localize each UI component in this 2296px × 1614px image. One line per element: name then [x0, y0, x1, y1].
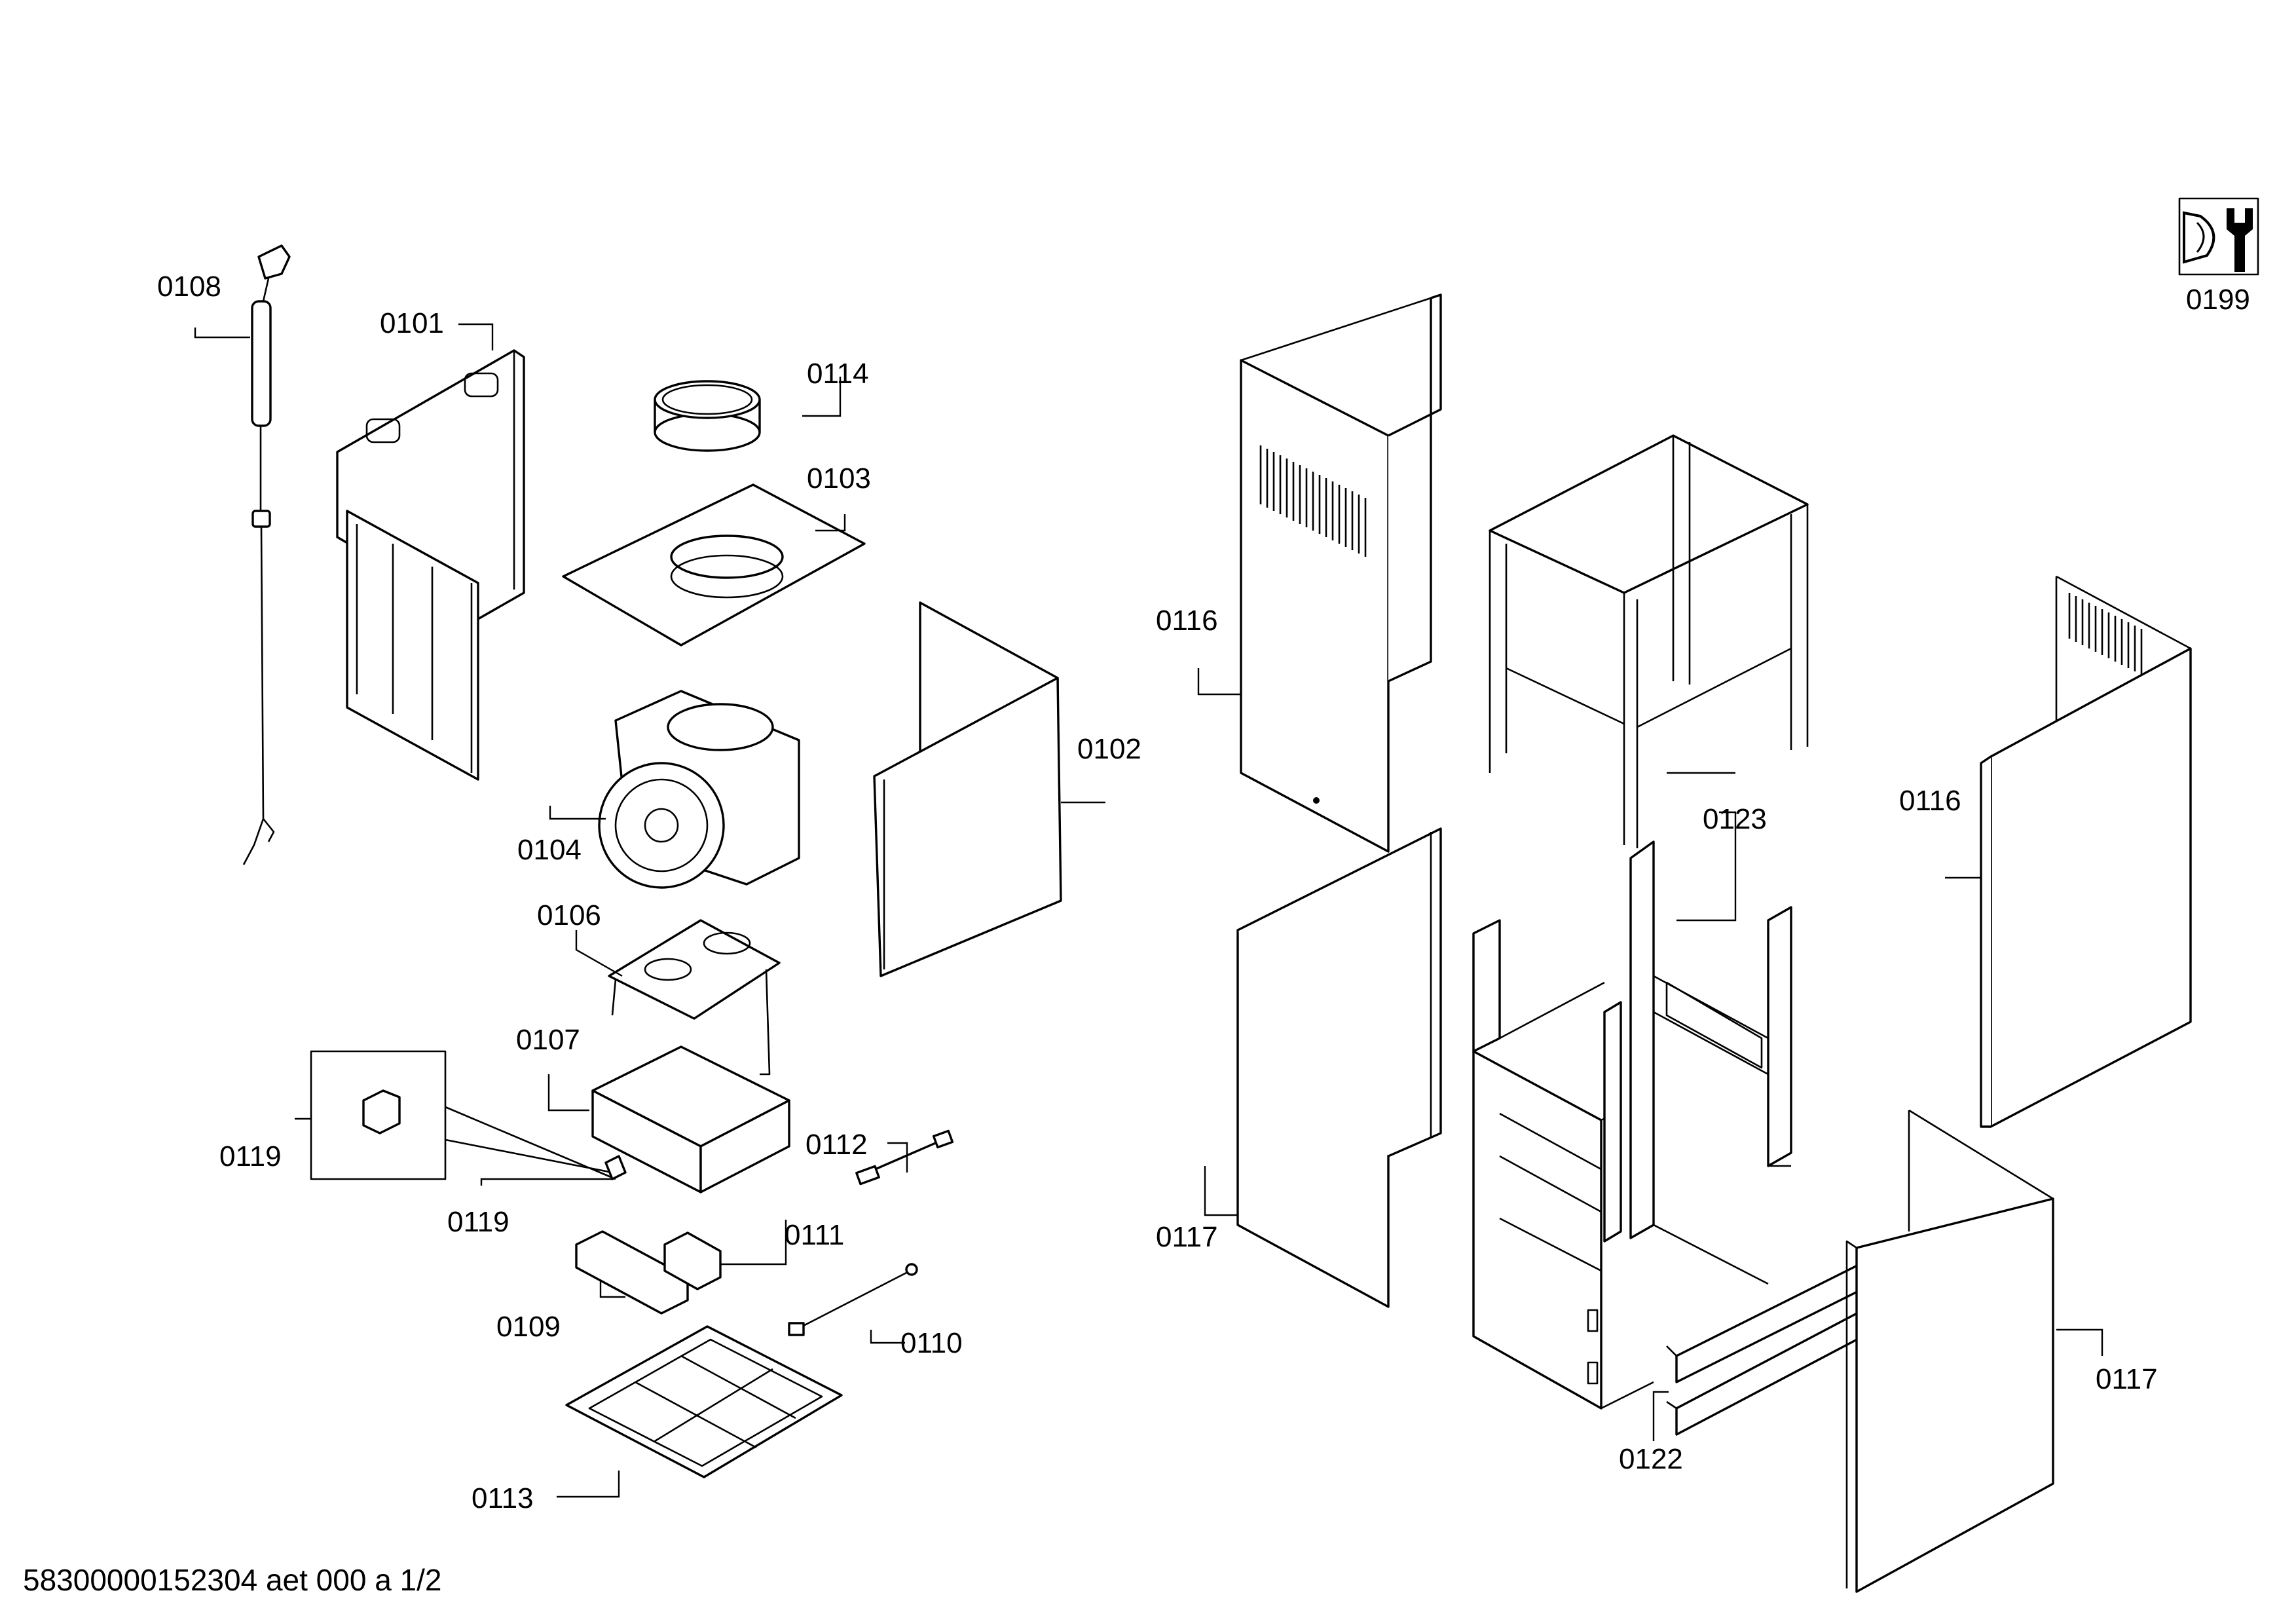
part-0123-frame-lower [1472, 840, 1792, 1410]
part-0103-mounting-plate [562, 483, 866, 647]
part-0106-bracket [608, 919, 781, 1076]
label-0113: 0113 [472, 1482, 534, 1514]
label-0123: 0123 [1703, 803, 1767, 835]
part-0102-side-panel [873, 601, 1062, 977]
label-0119: 0119 [447, 1206, 509, 1238]
label-0117-right: 0117 [2096, 1363, 2158, 1395]
label-0106: 0106 [537, 899, 601, 931]
part-0117-chimney-right-lower [1845, 1109, 2054, 1593]
part-0116-chimney-right [1980, 575, 2192, 1128]
part-0116-chimney-left [1240, 293, 1442, 853]
part-0114-collar [654, 380, 761, 452]
part-0119-clip-inset [310, 1050, 627, 1180]
part-0113-grease-filter [565, 1325, 843, 1478]
label-0101: 0101 [380, 307, 444, 339]
part-0110-cable [788, 1263, 918, 1336]
part-labels: 0108 0101 0114 0103 0104 0102 0106 0107 … [157, 271, 2250, 1514]
label-0116-right: 0116 [1899, 785, 1961, 817]
document-code: 58300000152304 aet 000 a 1/2 [23, 1563, 442, 1597]
leader-lines [194, 323, 2103, 1498]
part-0123-frame-upper [1489, 434, 1809, 848]
wrench-service-icon [2178, 197, 2259, 276]
label-0111: 0111 [785, 1219, 844, 1251]
label-0108: 0108 [157, 271, 221, 303]
label-0117-left: 0117 [1156, 1221, 1218, 1253]
part-0104-fan-motor [598, 690, 800, 889]
label-0114: 0114 [807, 358, 869, 390]
part-0117-chimney-left-lower [1236, 827, 1442, 1308]
label-0122: 0122 [1619, 1443, 1683, 1475]
part-0108-power-cord [242, 244, 291, 865]
part-0122-rails [1666, 1253, 1881, 1436]
label-0109: 0109 [496, 1311, 561, 1343]
label-0116-left: 0116 [1156, 605, 1218, 637]
label-0110: 0110 [900, 1327, 963, 1359]
part-0111-switch-module [663, 1231, 722, 1290]
label-0102: 0102 [1077, 733, 1141, 765]
label-0119-inset: 0119 [219, 1140, 282, 1173]
part-0109-electronics-board [575, 1230, 689, 1315]
label-0103: 0103 [807, 462, 871, 495]
part-0101-back-housing [336, 349, 525, 781]
label-0104: 0104 [517, 834, 582, 866]
part-0107-control-box [591, 1045, 790, 1193]
label-0199: 0199 [2186, 284, 2250, 316]
part-0112-connector [855, 1129, 954, 1186]
label-0107: 0107 [516, 1024, 580, 1056]
label-0112: 0112 [805, 1129, 868, 1161]
